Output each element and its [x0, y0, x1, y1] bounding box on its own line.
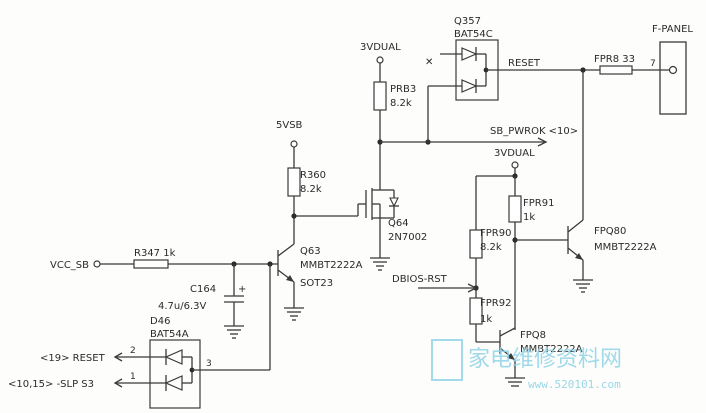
prb3-resistor [373, 81, 387, 111]
fpr92-val: 1k [480, 314, 492, 325]
c164-plus: + [238, 284, 246, 295]
prb3-val: 8.2k [390, 98, 412, 109]
fpq80-transistor: FPQ80 MMBT2222A [567, 70, 657, 293]
d46-pin2: 2 [130, 346, 136, 356]
q357-part: BAT54C [454, 29, 493, 40]
fpq80-part: MMBT2222A [594, 242, 657, 253]
fpq8-part: MMBT2222A [520, 344, 583, 355]
prb3-ref: PRB3 [390, 84, 416, 95]
fpr8-resistor [599, 65, 633, 75]
c164-ref: C164 [190, 284, 216, 295]
reset-in-label: <19> RESET [40, 353, 106, 364]
fpr8-label: FPR8 33 [594, 54, 635, 65]
r360-resistor [287, 167, 301, 197]
q357-ref: Q357 [454, 16, 481, 27]
d46-pin3: 3 [206, 359, 212, 369]
fpr91-val: 1k [523, 212, 535, 223]
q63-ref: Q63 [300, 246, 321, 257]
r360-ref: R360 [300, 170, 326, 181]
fpq80-ref: FPQ80 [594, 226, 626, 237]
q64-part: 2N7002 [388, 232, 427, 243]
sb-pwrok-label: SB_PWROK <10> [490, 126, 578, 137]
fpq8-ref: FPQ8 [520, 330, 546, 341]
slp-s3-label: <10,15> -SLP S3 [8, 379, 94, 390]
q64-ref: Q64 [388, 218, 409, 229]
nc-mark: ✕ [425, 57, 433, 68]
watermark-url: www.520101.com [528, 378, 621, 391]
d46-ref: D46 [150, 316, 170, 327]
fpr91-ref: FPR91 [523, 198, 554, 209]
fpq8-transistor: FPQ8 MMBT2222A [499, 327, 583, 387]
vdual-top-label: 3VDUAL [360, 42, 401, 53]
reset-net-label: RESET [508, 58, 541, 69]
r347-resistor [133, 259, 169, 269]
d46-diode: D46 BAT54A [149, 316, 201, 409]
vdual-mid-label: 3VDUAL [494, 148, 535, 159]
watermark: 家电维修资料网 www.520101.com [431, 339, 622, 391]
r360-val: 8.2k [300, 184, 322, 195]
watermark-logo-icon [431, 339, 463, 381]
d46-part: BAT54A [150, 329, 189, 340]
d46-pin1: 1 [130, 372, 136, 382]
vcc-sb-label: VCC_SB [50, 260, 89, 271]
dbios-label: DBIOS-RST [392, 274, 448, 285]
fpr92-ref: FPR92 [480, 298, 511, 309]
q63-transistor: Q63 MMBT2222A SOT23 [277, 243, 363, 321]
q64-mosfet: Q64 2N7002 [365, 180, 427, 243]
f-panel-label: F-PANEL [652, 24, 693, 35]
f-panel-connector: F-PANEL 7 [650, 24, 693, 115]
v5sb-label: 5VSB [276, 120, 303, 131]
c164-val: 4.7u/6.3V [158, 301, 207, 312]
r347-label: R347 1k [134, 248, 176, 259]
fpr90-ref: FPR90 [480, 228, 511, 239]
q63-part: MMBT2222A [300, 260, 363, 271]
q63-pkg: SOT23 [300, 278, 333, 289]
f-panel-pin: 7 [650, 59, 656, 69]
q357-diode: Q357 BAT54C [428, 16, 499, 101]
fpr90-val: 8.2k [480, 242, 502, 253]
fpr91-resistor [508, 195, 522, 223]
watermark-text: 家电维修资料网 [468, 347, 622, 372]
